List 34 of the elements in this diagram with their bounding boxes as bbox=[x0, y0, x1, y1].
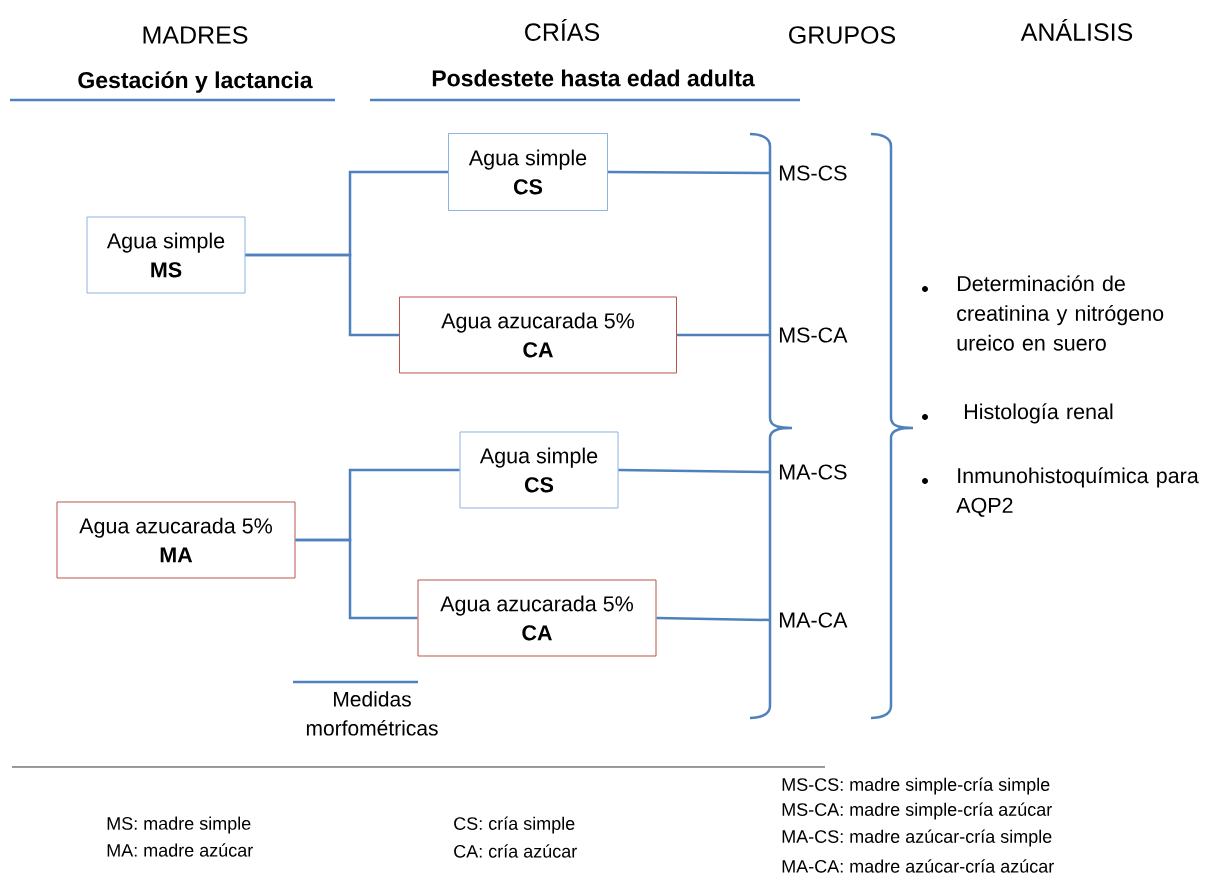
connector-line bbox=[295, 538, 418, 620]
analysis-item: Histología renal bbox=[964, 403, 1113, 424]
abbreviation-note: CA: cría azúcar bbox=[454, 844, 577, 858]
group-label: MA-CS bbox=[779, 464, 847, 480]
group-label: MS-CA bbox=[779, 327, 848, 343]
abbreviation-note: MA-CA: madre azúcar-cría azúcar bbox=[782, 859, 1054, 873]
column-heading: MADRES bbox=[143, 26, 248, 44]
abbreviation-note: MA: madre azúcar bbox=[107, 843, 253, 857]
column-heading: ANÁLISIS bbox=[1020, 19, 1133, 41]
abbreviation-note: MS-CS: madre simple-cría simple bbox=[782, 777, 1050, 795]
phase-heading: Gestación y lactancia bbox=[78, 71, 313, 93]
connector-line bbox=[677, 333, 770, 337]
group-label: MA-CA bbox=[779, 612, 848, 628]
treatment-box: Agua simple MS bbox=[86, 216, 246, 294]
column-heading: GRUPOS bbox=[789, 26, 896, 44]
connector-line bbox=[245, 253, 399, 337]
analysis-item: Inmunohistoquímica para AQP2 bbox=[956, 467, 1199, 517]
abbreviation-note: MS-CA: madre simple-cría azúcar bbox=[782, 802, 1052, 820]
treatment-box: Agua azucarada 5% MA bbox=[56, 501, 296, 579]
treatment-box: Agua simple CS bbox=[459, 431, 619, 509]
treatment-box: Agua simple CS bbox=[448, 133, 608, 211]
abbreviation-note: CS: cría simple bbox=[454, 816, 575, 834]
connector-line bbox=[608, 170, 770, 175]
column-heading: CRÍAS bbox=[525, 19, 600, 41]
treatment-box: Agua azucarada 5% CA bbox=[417, 579, 657, 657]
group-label: MS-CS bbox=[779, 165, 847, 181]
abbreviation-note: MS: madre simple bbox=[107, 816, 251, 834]
connector-line bbox=[618, 468, 771, 474]
treatment-box: Agua azucarada 5% CA bbox=[399, 296, 677, 374]
connector-line bbox=[656, 616, 771, 622]
analysis-item: Determinación de creatinina y nitrógeno ureico en suero bbox=[957, 275, 1164, 351]
phase-heading: Posdestete hasta edad adulta bbox=[432, 69, 755, 87]
abbreviation-note: MA-CS: madre azúcar-cría simple bbox=[782, 829, 1052, 847]
measure-label: Medidas morfométricas bbox=[306, 691, 438, 736]
